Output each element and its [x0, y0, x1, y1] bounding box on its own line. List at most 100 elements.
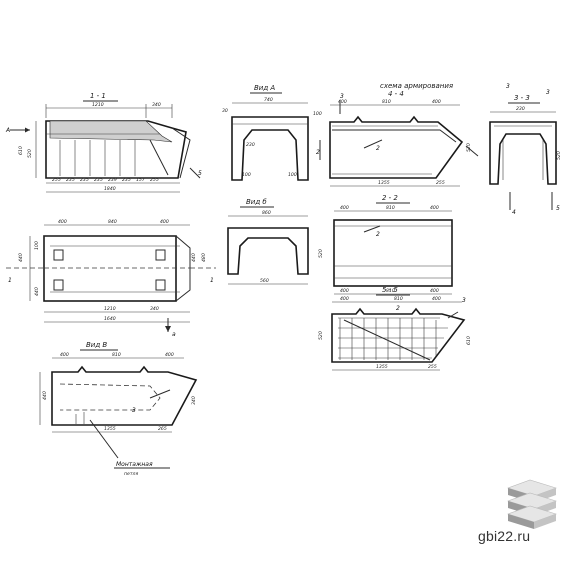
svg-text:1840: 1840 — [104, 186, 116, 192]
svg-text:810: 810 — [386, 288, 395, 294]
title-section-5-5: 5 - 5 — [382, 286, 398, 294]
svg-text:3: 3 — [462, 297, 466, 304]
view-section-3-3: 3 - 3 3 3 230 520 4 5 — [489, 83, 562, 216]
svg-text:3: 3 — [546, 89, 550, 96]
view-plan: 400 840 400 1 1 440 100 440 440 480 1210… — [6, 219, 216, 338]
svg-text:4: 4 — [512, 209, 516, 216]
svg-text:255: 255 — [150, 177, 159, 183]
svg-text:2: 2 — [316, 149, 320, 156]
svg-text:4 - 4: 4 - 4 — [388, 90, 404, 98]
view-section-1-1: 1 - 1 1210 340 610 520 А 255 235 235 — [5, 92, 202, 193]
svg-text:1210: 1210 — [104, 306, 116, 312]
svg-text:480: 480 — [201, 253, 207, 262]
svg-text:400: 400 — [430, 205, 439, 211]
svg-text:5: 5 — [198, 170, 202, 177]
title-view-v: Вид В — [86, 341, 107, 349]
svg-text:1355: 1355 — [376, 364, 388, 370]
svg-text:400: 400 — [338, 99, 347, 105]
svg-text:860: 860 — [262, 210, 271, 216]
svg-text:520: 520 — [27, 149, 33, 158]
svg-text:235: 235 — [122, 177, 131, 183]
title-view-a: Вид А — [254, 84, 275, 92]
svg-text:810: 810 — [382, 99, 391, 105]
title-view-b: Вид б — [246, 198, 267, 206]
svg-text:400: 400 — [60, 352, 69, 358]
svg-text:610: 610 — [466, 336, 472, 345]
svg-text:340: 340 — [191, 396, 197, 405]
svg-text:а: а — [172, 331, 176, 338]
svg-text:400: 400 — [340, 296, 349, 302]
svg-text:1: 1 — [8, 277, 12, 284]
svg-text:265: 265 — [158, 426, 167, 432]
svg-text:400: 400 — [430, 288, 439, 294]
title-section-1-1: 1 - 1 — [90, 92, 106, 100]
svg-text:810: 810 — [394, 296, 403, 302]
svg-text:3: 3 — [506, 83, 510, 90]
svg-text:1640: 1640 — [104, 316, 116, 322]
view-section-2-2: 2 - 2 400 810 400 2 520 400 810 400 — [318, 194, 453, 295]
svg-text:230: 230 — [246, 142, 255, 148]
svg-text:230: 230 — [516, 106, 525, 112]
view-v: Вид В 400 810 400 3 440 340 1355 265 Мон… — [39, 341, 198, 477]
svg-text:340: 340 — [152, 102, 161, 108]
svg-text:440: 440 — [18, 253, 24, 262]
svg-text:1355: 1355 — [104, 426, 116, 432]
svg-text:239: 239 — [108, 177, 117, 183]
site-watermark[interactable]: gbi22.ru — [478, 528, 531, 544]
svg-text:400: 400 — [340, 205, 349, 211]
svg-text:400: 400 — [165, 352, 174, 358]
svg-text:400: 400 — [160, 219, 169, 225]
svg-text:100: 100 — [313, 111, 322, 117]
svg-text:1: 1 — [210, 277, 214, 284]
view-reinforcement-4-4: схема армирования 4 - 4 3 400 810 400 2 … — [316, 82, 479, 187]
svg-text:810: 810 — [112, 352, 121, 358]
svg-text:петля: петля — [124, 472, 138, 477]
svg-text:440: 440 — [191, 253, 197, 262]
svg-text:3: 3 — [340, 93, 344, 100]
svg-text:2: 2 — [376, 145, 380, 152]
title-reinforcement: схема армирования — [380, 82, 453, 90]
svg-text:157: 157 — [136, 177, 145, 183]
svg-text:100: 100 — [34, 241, 40, 250]
note-lifting-loop: Монтажная — [116, 461, 153, 468]
svg-text:520: 520 — [318, 331, 324, 340]
view-b: Вид б 860 560 — [227, 198, 309, 285]
svg-text:255: 255 — [52, 177, 61, 183]
svg-text:235: 235 — [66, 177, 75, 183]
title-section-2-2: 2 - 2 — [382, 194, 398, 202]
svg-text:5: 5 — [556, 205, 560, 212]
svg-text:400: 400 — [432, 296, 441, 302]
svg-text:810: 810 — [386, 205, 395, 211]
svg-text:255: 255 — [428, 364, 437, 370]
svg-text:1355: 1355 — [378, 180, 390, 186]
svg-text:400: 400 — [58, 219, 67, 225]
svg-text:610: 610 — [18, 146, 24, 155]
svg-text:100: 100 — [242, 172, 251, 178]
view-a: Вид А 740 30 100 230 100 100 — [222, 84, 322, 181]
svg-text:100: 100 — [288, 172, 297, 178]
svg-text:520: 520 — [466, 143, 472, 152]
svg-text:840: 840 — [108, 219, 117, 225]
stacked-slabs-logo-icon — [507, 479, 557, 529]
svg-text:520: 520 — [318, 249, 324, 258]
svg-text:2: 2 — [376, 231, 380, 238]
svg-text:740: 740 — [264, 97, 273, 103]
svg-text:235: 235 — [80, 177, 89, 183]
label-a: А — [5, 127, 10, 134]
svg-text:255: 255 — [436, 180, 445, 186]
svg-text:3: 3 — [132, 407, 136, 414]
svg-text:340: 340 — [150, 306, 159, 312]
svg-text:30: 30 — [222, 108, 228, 114]
svg-text:400: 400 — [432, 99, 441, 105]
svg-text:2: 2 — [396, 305, 400, 312]
svg-text:560: 560 — [260, 278, 269, 284]
title-section-3-3: 3 - 3 — [514, 94, 530, 102]
svg-text:440: 440 — [42, 391, 48, 400]
svg-text:235: 235 — [94, 177, 103, 183]
svg-text:520: 520 — [556, 151, 562, 160]
svg-text:440: 440 — [34, 287, 40, 296]
svg-text:1210: 1210 — [92, 102, 104, 108]
svg-text:400: 400 — [340, 288, 349, 294]
